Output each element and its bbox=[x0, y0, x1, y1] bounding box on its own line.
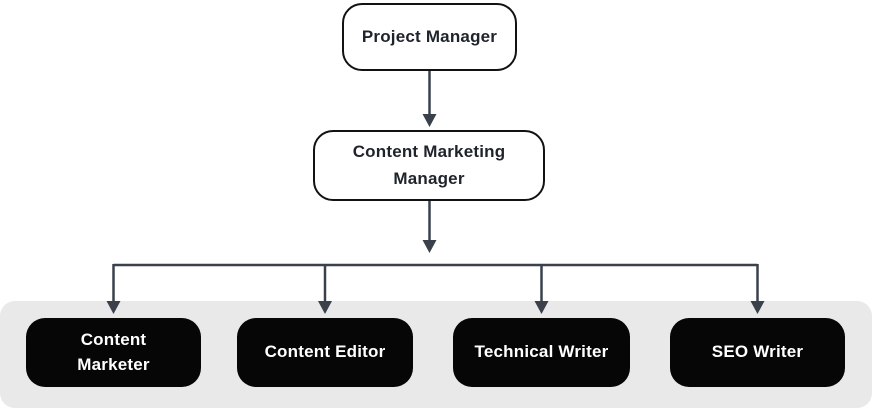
node-label: Content Editor bbox=[264, 342, 386, 362]
node-seo-writer: SEO Writer bbox=[670, 318, 845, 387]
node-content-editor: Content Editor bbox=[237, 318, 413, 387]
node-label: Content Marketer bbox=[77, 329, 150, 374]
node-label: Technical Writer bbox=[474, 342, 609, 362]
node-content-marketer: Content Marketer bbox=[26, 318, 201, 387]
node-label: Project Manager bbox=[361, 26, 498, 46]
node-content-marketing-manager: Content Marketing Manager bbox=[313, 130, 545, 201]
arrowhead-icon bbox=[422, 240, 437, 253]
node-technical-writer: Technical Writer bbox=[453, 318, 630, 387]
node-label: SEO Writer bbox=[711, 342, 804, 362]
arrowhead-icon bbox=[422, 114, 437, 127]
node-project-manager: Project Manager bbox=[342, 3, 517, 71]
node-label: Content Marketing Manager bbox=[352, 142, 506, 188]
